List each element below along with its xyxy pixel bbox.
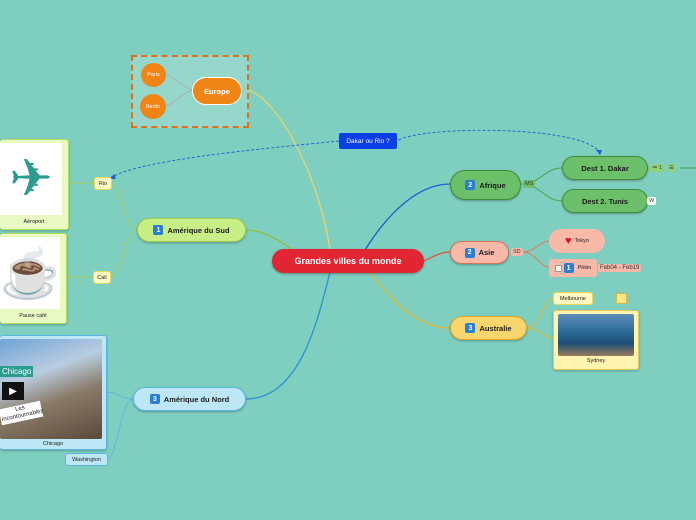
airplane-icon: ✈ (0, 143, 62, 215)
chicago-video-thumbnail[interactable]: Chicago ▶ Les incontournables (0, 339, 102, 439)
branch-afrique[interactable]: 2 Afrique (450, 170, 521, 200)
pause-cafe-label: Pause café (19, 313, 47, 319)
chicago-video-subtitle: Les incontournables (0, 400, 44, 426)
sydney-card[interactable]: Sydney (553, 310, 639, 370)
note-icon[interactable] (616, 293, 627, 304)
pekin-label: Pékin (577, 265, 592, 271)
australie-label: Australie (479, 323, 512, 333)
tunis-label: Dest 2. Tunis (581, 196, 629, 206)
coffee-cup-icon: ☕ (0, 237, 60, 309)
priority-badge: 3 (465, 323, 476, 333)
branch-asie[interactable]: 2 Asie (450, 241, 509, 264)
paris-label: Paris (147, 72, 160, 78)
chicago-card[interactable]: Chicago ▶ Les incontournables Chicago (0, 335, 107, 450)
tokyo-label: Tokyo (574, 238, 589, 244)
branch-australie[interactable]: 3 Australie (450, 316, 527, 340)
checkbox-icon[interactable] (554, 264, 562, 272)
asie-label: Asie (478, 248, 495, 257)
cali-label: Cali (97, 274, 107, 281)
afrique-tag: MS (523, 180, 536, 188)
afrique-label: Afrique (479, 180, 506, 190)
node-melbourne[interactable]: Melbourne (553, 292, 593, 305)
sydney-label: Sydney (586, 358, 606, 364)
aeroport-label: Aéroport (23, 219, 45, 225)
berlin-label: Berlin (145, 103, 161, 110)
priority-badge: 1 (563, 263, 574, 273)
node-pekin[interactable]: 1 Pékin (549, 259, 597, 277)
sydney-image (558, 314, 634, 356)
dakar-notes-icon: ☰ (667, 164, 676, 172)
pause-cafe-card[interactable]: ☕ Pause café (0, 233, 67, 324)
central-topic-label: Grandes villes du monde (294, 256, 402, 266)
node-rio[interactable]: Rio (94, 177, 112, 190)
chicago-video-title: Chicago (0, 366, 34, 377)
amerique-sud-label: Amérique du Sud (167, 225, 230, 235)
central-topic[interactable]: Grandes villes du monde (272, 249, 424, 273)
aeroport-card[interactable]: ✈ Aéroport (0, 139, 69, 230)
priority-badge: 2 (465, 180, 476, 190)
relationship-label-text: Dakar ou Rio ? (346, 137, 390, 145)
priority-badge: 1 (153, 225, 164, 235)
tunis-doc-icon: W (647, 197, 657, 205)
node-dakar[interactable]: Dest 1. Dakar (562, 156, 648, 180)
rio-label: Rio (98, 180, 108, 187)
priority-badge: 3 (149, 394, 160, 404)
node-tokyo[interactable]: ♥ Tokyo (549, 229, 605, 253)
dakar-label: Dest 1. Dakar (581, 163, 629, 173)
branch-amerique-nord[interactable]: 3 Amérique du Nord (133, 387, 246, 411)
node-cali[interactable]: Cali (93, 271, 111, 284)
asie-tag: SD (511, 248, 523, 256)
amerique-nord-label: Amérique du Nord (163, 394, 230, 404)
europe-node[interactable]: Europe (192, 77, 242, 105)
play-icon[interactable]: ▶ (2, 382, 24, 400)
europe-label: Europe (204, 86, 230, 96)
pekin-dates: Feb04 - Feb19 (598, 264, 642, 272)
heart-icon: ♥ (565, 235, 572, 247)
city-paris[interactable]: Paris (141, 63, 166, 87)
melbourne-label: Melbourne (560, 295, 586, 302)
washington-label: Washington (72, 456, 101, 463)
branch-amerique-sud[interactable]: 1 Amérique du Sud (137, 218, 246, 242)
city-berlin[interactable]: Berlin (140, 94, 166, 119)
chicago-label: Chicago (42, 441, 64, 447)
node-tunis[interactable]: Dest 2. Tunis (562, 189, 648, 213)
dakar-task-icon: ≔ 1 (650, 164, 665, 172)
priority-badge: 2 (464, 247, 475, 258)
relationship-label[interactable]: Dakar ou Rio ? (339, 133, 397, 149)
node-washington[interactable]: Washington (65, 453, 108, 466)
